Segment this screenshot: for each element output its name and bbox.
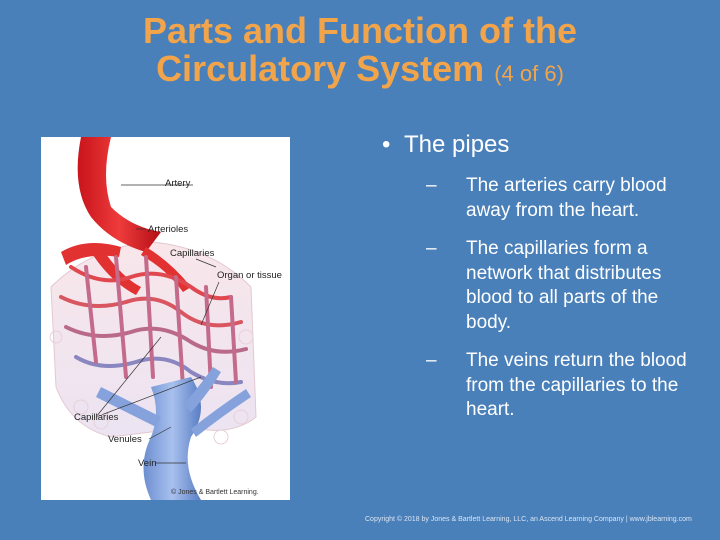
sub-bullet-arteries: – The arteries carry blood away from the … [426, 174, 702, 223]
copyright-footer: Copyright © 2018 by Jones & Bartlett Lea… [365, 516, 692, 523]
sub-bullet-text: The veins return the blood from the capi… [466, 350, 687, 420]
title-line-2: Circulatory System (4 of 6) [0, 50, 720, 93]
figure-credit: © Jones & Bartlett Learning. [171, 489, 259, 496]
tissue-cells [49, 329, 254, 445]
title-line-1: Parts and Function of the [142, 10, 577, 51]
sub-bullet-veins: – The veins return the blood from the cap… [426, 349, 702, 423]
dash-marker: – [426, 238, 437, 259]
main-bullet-text: The pipes [404, 131, 510, 158]
main-bullet: • The pipes [382, 130, 702, 160]
sub-bullet-text: The arteries carry blood away from the h… [466, 175, 667, 221]
artery-vessel [77, 137, 161, 252]
arteriole-vessels [61, 243, 191, 295]
vessel-network-drawing [49, 137, 257, 500]
label-vein: Vein [138, 458, 157, 469]
label-capillaries-top: Capillaries [170, 248, 215, 259]
circulatory-illustration: Artery Arterioles Capillaries Organ or t… [41, 137, 290, 500]
title-line-2-main: Circulatory System [156, 48, 485, 89]
bullet-dot: • [382, 131, 391, 158]
capillary-mesh [59, 255, 248, 389]
dash-marker: – [426, 175, 437, 196]
label-organ-tissue: Organ or tissue [217, 270, 282, 281]
label-venules: Venules [108, 434, 142, 445]
slide-title: Parts and Function of the Circulatory Sy… [0, 12, 720, 93]
title-page-indicator: (4 of 6) [494, 61, 564, 86]
sub-bullet-capillaries: – The capillaries form a network that dis… [426, 237, 702, 335]
bullet-list: • The pipes – The arteries carry blood awa… [382, 130, 702, 423]
venule-vessels [96, 367, 251, 437]
label-leader-lines [95, 184, 220, 464]
label-artery: Artery [165, 178, 191, 189]
sub-bullet-text: The capillaries form a network that dist… [466, 238, 662, 333]
label-arterioles: Arterioles [148, 224, 189, 235]
dash-marker: – [426, 350, 437, 371]
label-capillaries-bottom: Capillaries [74, 412, 119, 423]
